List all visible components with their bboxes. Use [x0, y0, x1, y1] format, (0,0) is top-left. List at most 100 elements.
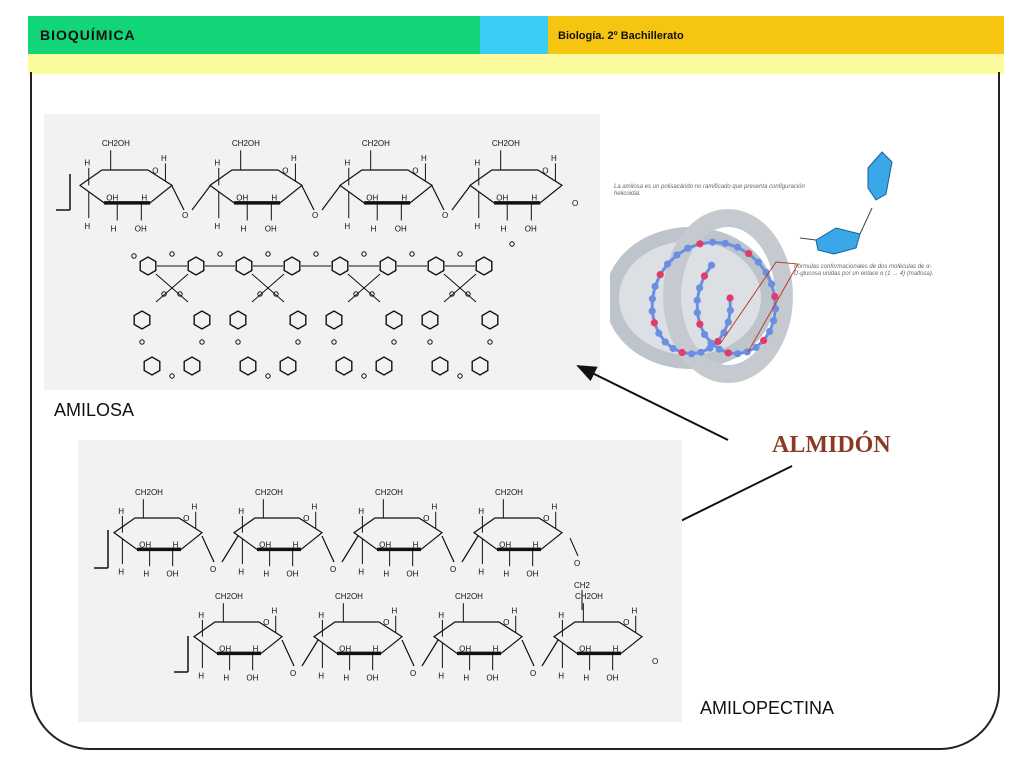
helix-atom: [678, 348, 686, 357]
ring-oxygen-label: O: [303, 514, 309, 523]
h-label: H: [392, 607, 398, 616]
helix-hexagon: [335, 356, 353, 376]
bridge-oxygen-label: O: [530, 669, 536, 678]
bridge-oxygen-label: O: [312, 211, 318, 220]
helix-note-top: La amilosa es un polisacárido no ramific…: [614, 184, 805, 197]
h-label: H: [253, 644, 259, 653]
h-label: H: [118, 568, 124, 577]
glycosidic-bond: [301, 185, 315, 211]
ring-oxygen-label: O: [423, 514, 429, 523]
bridge-oxygen-label: O: [290, 669, 296, 678]
bond: [569, 537, 579, 557]
helix-oxygen: [427, 339, 433, 345]
helix-hexagon: [481, 310, 499, 330]
helix-hexagon: [379, 256, 397, 276]
ring-oxygen-label: O: [542, 166, 548, 175]
h-label: H: [214, 222, 220, 231]
slide-frame: [30, 72, 1000, 750]
h-label: H: [474, 159, 480, 168]
h-label: H: [263, 570, 269, 579]
ch2oh-label: CH2OH: [102, 139, 130, 148]
oh-label: OH: [379, 540, 391, 549]
bridge-oxygen-label: O: [450, 565, 456, 574]
helix-atom: [724, 318, 732, 326]
h-label: H: [141, 194, 147, 203]
helix-oxygen: [361, 251, 367, 257]
helix-hexagon: [239, 356, 257, 376]
glycosidic-bond: [521, 639, 535, 667]
oh-label: OH: [236, 194, 248, 203]
bond: [859, 207, 873, 235]
bridge-oxygen-label: O: [410, 669, 416, 678]
h-label: H: [173, 540, 179, 549]
helix-hexagon: [475, 256, 493, 276]
almidon-title: ALMIDÓN: [772, 432, 891, 458]
h-label: H: [531, 194, 537, 203]
branch-oxygen-label: O: [574, 559, 580, 568]
helix-atom: [726, 294, 734, 302]
oh-label: OH: [166, 570, 178, 579]
h-label: H: [318, 611, 324, 620]
h-label: H: [613, 644, 619, 653]
helix-atom: [715, 345, 723, 353]
h-label: H: [272, 607, 278, 616]
oh-label: OH: [496, 194, 508, 203]
bond: [347, 273, 381, 303]
h-label: H: [583, 674, 589, 683]
helix-shadow: [663, 209, 793, 383]
glycosidic-bond: [461, 535, 479, 563]
arrow-to-amilosa: [576, 365, 729, 441]
helix-hexagon: [331, 256, 349, 276]
bond: [443, 273, 477, 303]
h-label: H: [401, 194, 407, 203]
bridge-oxygen-label: O: [442, 211, 448, 220]
h-label: H: [238, 568, 244, 577]
h-label: H: [84, 222, 90, 231]
helix-atom: [726, 306, 734, 314]
ch2oh-label: CH2OH: [215, 592, 243, 601]
helix-oxygen: [139, 339, 145, 345]
oh-label: OH: [499, 540, 511, 549]
helix-atom: [656, 270, 664, 279]
helix-hexagon: [385, 310, 403, 330]
helix-atom: [724, 349, 732, 357]
oh-label: OH: [219, 644, 231, 653]
h-label: H: [358, 568, 364, 577]
h-label: H: [438, 672, 444, 681]
oh-label: OH: [486, 674, 498, 683]
glycosidic-bond: [341, 535, 359, 563]
helix-oxygen: [161, 291, 167, 297]
helix-atom: [655, 329, 663, 337]
oh-label: OH: [525, 224, 537, 233]
helix-oxygen: [169, 373, 175, 379]
ch2oh-label: CH2OH: [255, 488, 283, 497]
h-label: H: [558, 672, 564, 681]
helix-oxygen: [313, 251, 319, 257]
ring-oxygen-label: O: [412, 166, 418, 175]
oh-label: OH: [259, 540, 271, 549]
h-label: H: [478, 507, 484, 516]
helix-hexagon: [235, 256, 253, 276]
h-label: H: [463, 674, 469, 683]
ring-oxygen-label: O: [152, 166, 158, 175]
h-label: H: [192, 503, 198, 512]
oh-label: OH: [606, 674, 618, 683]
helix-atom: [707, 339, 715, 347]
helix-hexagon: [431, 356, 449, 376]
oh-label: OH: [526, 570, 538, 579]
helix-hexagon: [193, 310, 211, 330]
ring-oxygen-label: O: [543, 514, 549, 523]
oh-label: OH: [106, 194, 118, 203]
glycosidic-bond: [421, 639, 439, 667]
terminal-oxygen-label: O: [572, 199, 578, 208]
helix-atom: [673, 251, 681, 259]
h-label: H: [478, 568, 484, 577]
glycosidic-bond: [201, 535, 215, 563]
oh-label: OH: [366, 674, 378, 683]
helix-oxygen: [465, 291, 471, 297]
h-label: H: [438, 611, 444, 620]
h-label: H: [383, 570, 389, 579]
h-label: H: [503, 570, 509, 579]
oh-label: OH: [265, 224, 277, 233]
